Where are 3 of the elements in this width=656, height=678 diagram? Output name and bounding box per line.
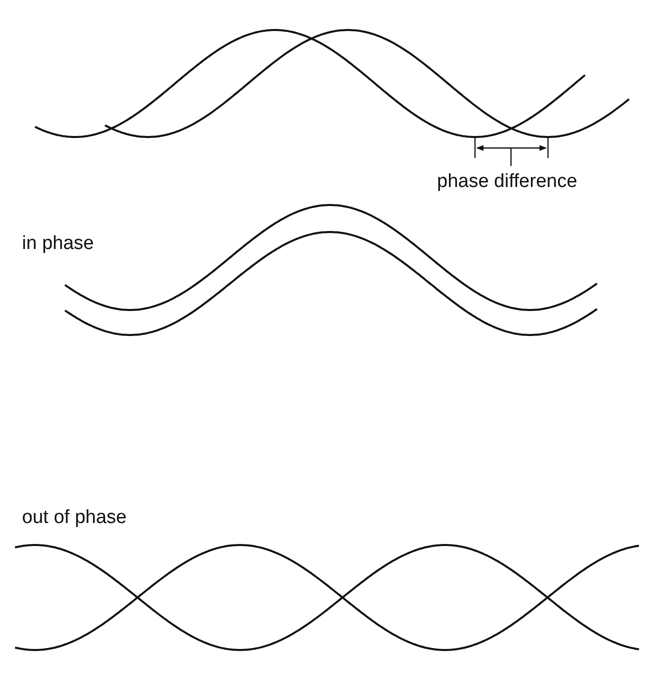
wave-label: out of phase (22, 508, 127, 527)
wave-label: in phase (22, 234, 94, 253)
wave-label: phase difference (437, 172, 578, 191)
